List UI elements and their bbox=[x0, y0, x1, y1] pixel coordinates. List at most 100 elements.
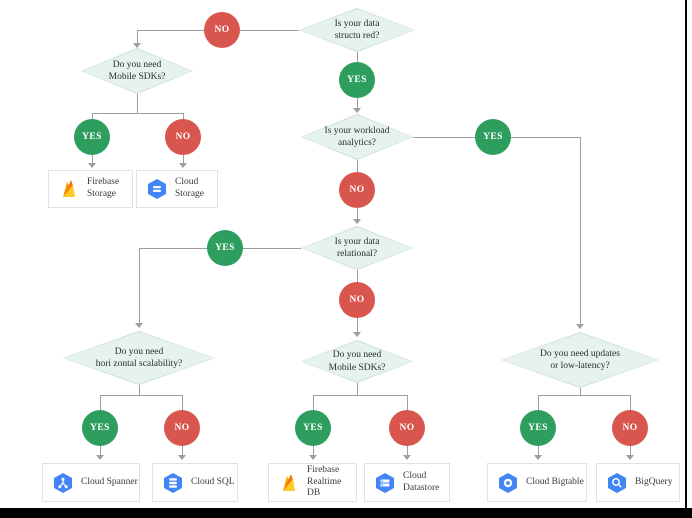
connector bbox=[137, 30, 138, 44]
branch-no-scalability: NO bbox=[164, 410, 200, 446]
product-label-line: Cloud Bigtable bbox=[526, 476, 584, 487]
product-label-line: Cloud bbox=[403, 470, 427, 481]
branch-no-updates: NO bbox=[612, 410, 648, 446]
arrowhead bbox=[309, 455, 317, 460]
firebase-storage-icon bbox=[63, 180, 75, 197]
product-label-line: Cloud SQL bbox=[191, 476, 235, 487]
connector bbox=[183, 113, 184, 120]
cloud-sql-icon bbox=[164, 472, 182, 493]
arrowhead bbox=[179, 163, 187, 168]
connector bbox=[100, 395, 101, 410]
connector bbox=[139, 385, 140, 395]
connector bbox=[313, 446, 314, 456]
arrowhead bbox=[626, 455, 634, 460]
right-border bbox=[685, 0, 687, 518]
arrowhead bbox=[133, 43, 141, 48]
branch-no-analytics: NO bbox=[339, 172, 375, 208]
cloud-bigtable-icon bbox=[499, 472, 517, 493]
product-label: Cloud Bigtable bbox=[526, 477, 584, 489]
arrowhead bbox=[403, 455, 411, 460]
product-label-line: Firebase bbox=[307, 464, 340, 475]
connector bbox=[538, 446, 539, 456]
product-cloud-storage: Cloud Storage bbox=[136, 170, 218, 208]
product-label: Cloud Storage bbox=[175, 177, 217, 201]
product-cloud-spanner: Cloud Spanner bbox=[42, 463, 140, 502]
decision-text: hori zontal scalability? bbox=[95, 359, 183, 369]
connector bbox=[137, 94, 138, 113]
connector bbox=[357, 160, 358, 173]
arrowhead bbox=[96, 455, 104, 460]
decision-text: Is your workload bbox=[324, 125, 390, 136]
product-label-line: Cloud Storage bbox=[175, 177, 205, 199]
connector bbox=[630, 446, 631, 456]
arrowhead bbox=[353, 219, 361, 224]
product-cloud-sql: Cloud SQL bbox=[152, 463, 238, 502]
connector bbox=[313, 395, 314, 410]
connector bbox=[538, 395, 630, 396]
connector bbox=[538, 395, 539, 410]
branch-yes-scalability: YES bbox=[82, 410, 118, 446]
firebase-realtime-db-icon bbox=[283, 473, 295, 491]
cloud-storage-icon bbox=[148, 179, 166, 199]
connector bbox=[357, 317, 358, 333]
product-label: Cloud SQL bbox=[191, 477, 235, 489]
cloud-spanner-icon bbox=[54, 472, 72, 493]
product-label-line: BigQuery bbox=[635, 476, 673, 487]
decision-text: or low-latency? bbox=[550, 361, 610, 371]
connector bbox=[313, 395, 407, 396]
connector bbox=[407, 395, 408, 410]
decision-text: Mobile SDKs? bbox=[328, 362, 386, 373]
connector bbox=[407, 446, 408, 456]
connector bbox=[580, 388, 581, 395]
connector bbox=[92, 113, 183, 114]
branch-yes-updates: YES bbox=[520, 410, 556, 446]
connector bbox=[92, 155, 93, 164]
decision-text: Is your data bbox=[334, 236, 380, 247]
bottom-border bbox=[0, 508, 692, 518]
product-label-line: Datastore bbox=[403, 482, 440, 493]
decision-text: Mobile SDKs? bbox=[108, 72, 166, 82]
connector bbox=[92, 113, 93, 120]
branch-yes-mobile-bottom: YES bbox=[295, 410, 331, 446]
decision-text: Do you need updates bbox=[540, 348, 620, 359]
decision-text: structu red? bbox=[334, 31, 380, 41]
decision-text: Do you need bbox=[332, 350, 382, 361]
product-cloud-bigtable: Cloud Bigtable bbox=[487, 463, 587, 502]
decision-updates-low-latency: Do you need updates or low-latency? bbox=[501, 332, 659, 388]
connector bbox=[357, 52, 358, 62]
product-label-line: Cloud Spanner bbox=[81, 476, 138, 487]
product-label-line: Storage bbox=[87, 189, 117, 199]
branch-yes-structured: YES bbox=[339, 62, 375, 98]
arrowhead bbox=[353, 108, 361, 113]
arrowhead bbox=[135, 323, 143, 328]
branch-yes-mobile-top: YES bbox=[74, 119, 110, 155]
connector bbox=[580, 137, 581, 325]
connector bbox=[357, 270, 358, 283]
bigquery-icon bbox=[608, 472, 626, 493]
branch-yes-relational: YES bbox=[207, 230, 243, 266]
decision-horizontal-scalability: Do you need hori zontal scalability? bbox=[63, 331, 215, 385]
connector bbox=[357, 98, 358, 109]
branch-no-mobile-bottom: NO bbox=[389, 410, 425, 446]
branch-no-relational: NO bbox=[339, 282, 375, 318]
arrowhead bbox=[88, 163, 96, 168]
product-label-line: Realtime DB bbox=[307, 476, 342, 499]
arrowhead bbox=[576, 324, 584, 329]
connector bbox=[357, 208, 358, 220]
arrowhead bbox=[353, 332, 361, 337]
decision-text: Do you need bbox=[114, 346, 164, 357]
connector bbox=[182, 446, 183, 456]
connector bbox=[630, 395, 631, 410]
connector bbox=[183, 155, 184, 164]
connector bbox=[182, 395, 183, 410]
